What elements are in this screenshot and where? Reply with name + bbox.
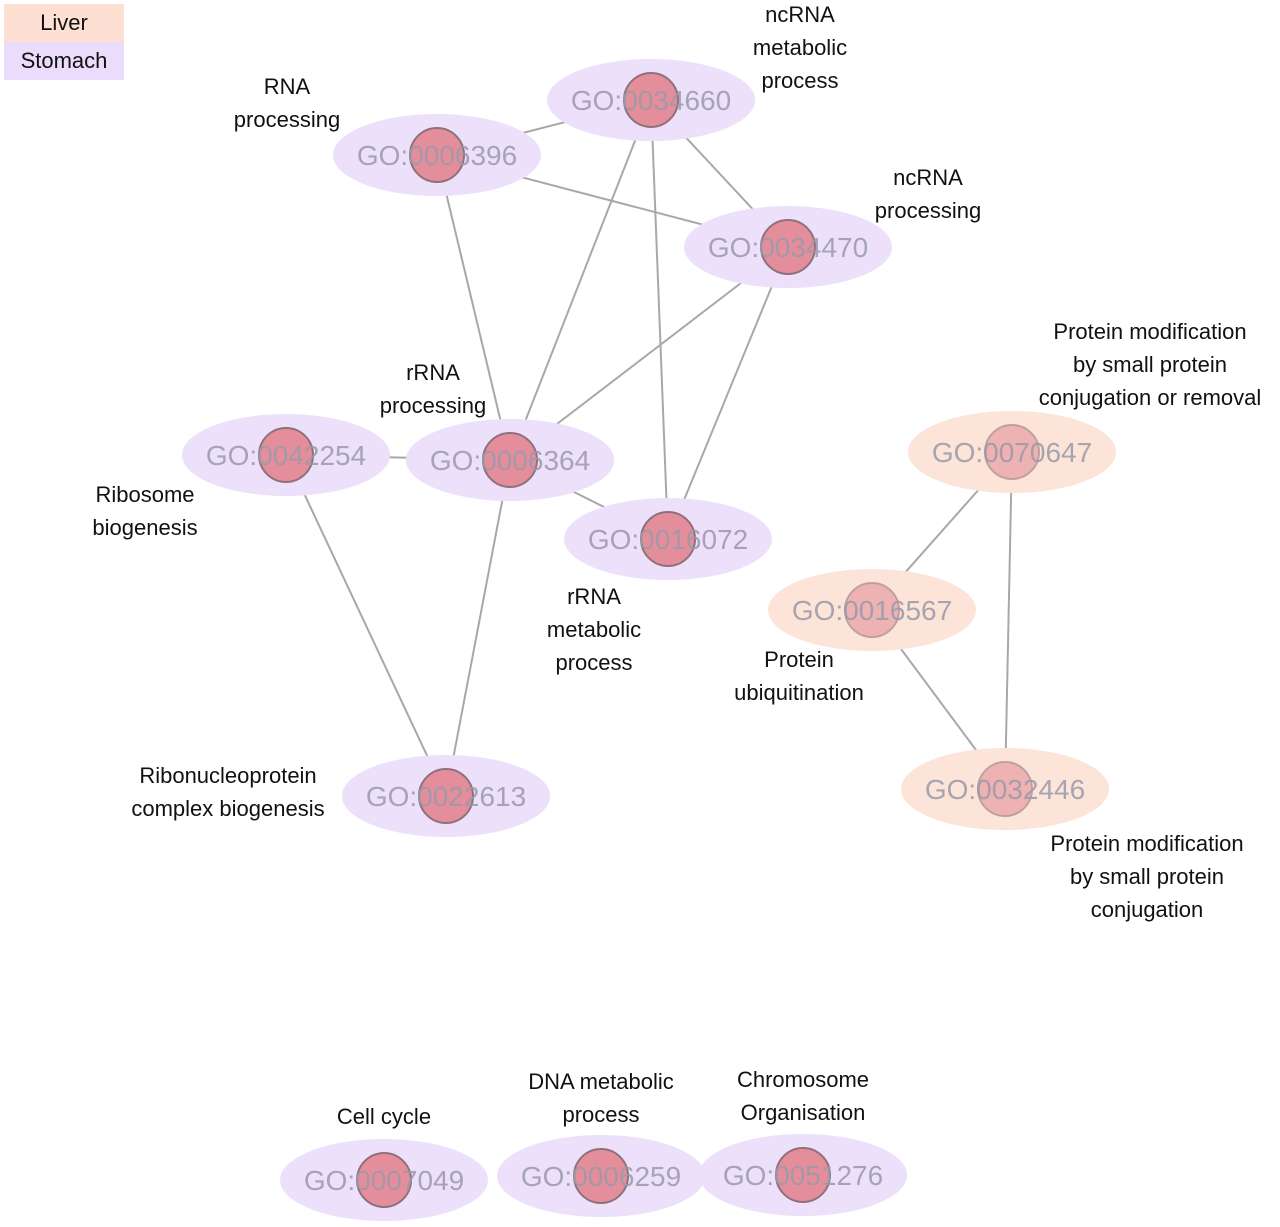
term-label-go-0070647: Protein modification (1053, 319, 1246, 344)
go-id-label: GO:0034660 (571, 85, 731, 116)
node-core (977, 761, 1033, 817)
legend-item-liver: Liver (4, 4, 124, 42)
term-label-go-0034470: ncRNA (893, 165, 963, 190)
go-id-label: GO:0006364 (430, 445, 590, 476)
term-label-go-0034660: process (761, 68, 838, 93)
node-core (482, 432, 538, 488)
go-id-label: GO:0070647 (932, 437, 1092, 468)
nodes-layer: GO:0006396 GO:0034660GO:0034470GO:0042254… (182, 59, 1116, 1221)
term-label-go-0034470: processing (875, 198, 981, 223)
term-label-go-0032446: Protein modification (1050, 831, 1243, 856)
node-go-0006259[interactable]: GO:0006259 (497, 1135, 705, 1217)
node-go-0006364[interactable]: GO:0006364 (406, 419, 614, 501)
term-label-go-0006396: RNA (264, 74, 311, 99)
node-core (623, 72, 679, 128)
term-label-go-0006259: process (562, 1102, 639, 1127)
edge-go-0042254-go-0022613 (285, 454, 447, 797)
term-label-go-0007049: Cell cycle (337, 1104, 431, 1129)
node-core (356, 1152, 412, 1208)
term-label-go-0051276: Chromosome (737, 1067, 869, 1092)
term-label-go-0032446: conjugation (1091, 897, 1204, 922)
node-core (775, 1147, 831, 1203)
term-label-go-0016567: ubiquitination (734, 680, 864, 705)
go-id-label: GO:0042254 (206, 440, 366, 471)
node-go-0022613[interactable]: GO:0022613 (342, 755, 550, 837)
go-id-label: GO:0032446 (925, 774, 1085, 805)
node-core (409, 127, 465, 183)
node-go-0042254[interactable]: GO:0042254 (182, 414, 390, 496)
go-id-label: GO:0006259 (521, 1161, 681, 1192)
node-go-0034660[interactable]: GO:0034660 (547, 59, 755, 141)
term-label-go-0016072: metabolic (547, 617, 641, 642)
edge-go-0006364-go-0022613 (445, 459, 511, 797)
legend-item-stomach: Stomach (4, 42, 124, 80)
node-go-0051276[interactable]: GO:0051276 (699, 1134, 907, 1216)
node-core (984, 424, 1040, 480)
node-core (258, 427, 314, 483)
node-go-0070647[interactable]: GO:0070647 (908, 411, 1116, 493)
node-go-0032446[interactable]: GO:0032446 (901, 748, 1109, 830)
go-id-label: GO:0034470 (708, 232, 868, 263)
edge-go-0034660-go-0016072 (650, 99, 669, 540)
term-label-go-0016072: rRNA (567, 584, 621, 609)
term-label-go-0034660: ncRNA (765, 2, 835, 27)
legend: Liver Stomach (4, 4, 124, 80)
node-go-0016072[interactable]: GO:0016072 (564, 498, 772, 580)
term-label-go-0006364: processing (380, 393, 486, 418)
node-go-0006396[interactable]: GO:0006396 (333, 114, 541, 196)
term-label-go-0006364: rRNA (406, 360, 460, 385)
node-go-0034470[interactable]: GO:0034470 (684, 206, 892, 288)
edge-go-0006396-go-0006364 (436, 154, 511, 461)
go-id-label: GO:0051276 (723, 1160, 883, 1191)
node-core (844, 582, 900, 638)
node-go-0007049[interactable]: GO:0007049 (280, 1139, 488, 1221)
node-core (573, 1148, 629, 1204)
go-id-label: GO:0022613 (366, 781, 526, 812)
labels-layer: RNA processing ncRNA metabolic process ncRNA p… (92, 2, 1261, 1129)
edge-go-0070647-go-0032446 (1004, 451, 1013, 790)
term-label-go-0016567: Protein (764, 647, 834, 672)
term-label-go-0006396: processing (234, 107, 340, 132)
term-label-go-0034660: metabolic (753, 35, 847, 60)
go-id-label: GO:0016072 (588, 524, 748, 555)
term-label-go-0022613: complex biogenesis (131, 796, 324, 821)
node-go-0016567[interactable]: GO:0016567 (768, 569, 976, 651)
node-core (640, 511, 696, 567)
term-label-go-0022613: Ribonucleoprotein (139, 763, 316, 788)
term-label-go-0042254: Ribosome (95, 482, 194, 507)
term-label-go-0006259: DNA metabolic (528, 1069, 674, 1094)
term-label-go-0016072: process (555, 650, 632, 675)
node-core (760, 219, 816, 275)
term-label-go-0032446: by small protein (1070, 864, 1224, 889)
term-label-go-0070647: by small protein (1073, 352, 1227, 377)
term-label-go-0051276: Organisation (741, 1100, 866, 1125)
node-core (418, 768, 474, 824)
go-id-label: GO:0016567 (792, 595, 952, 626)
term-label-go-0070647: conjugation or removal (1039, 385, 1262, 410)
edge-go-0034660-go-0006364 (509, 99, 652, 461)
term-label-go-0042254: biogenesis (92, 515, 197, 540)
go-id-label: GO:0007049 (304, 1165, 464, 1196)
edge-go-0034470-go-0016072 (667, 246, 789, 540)
go-id-label: GO:0006396 (357, 140, 517, 171)
